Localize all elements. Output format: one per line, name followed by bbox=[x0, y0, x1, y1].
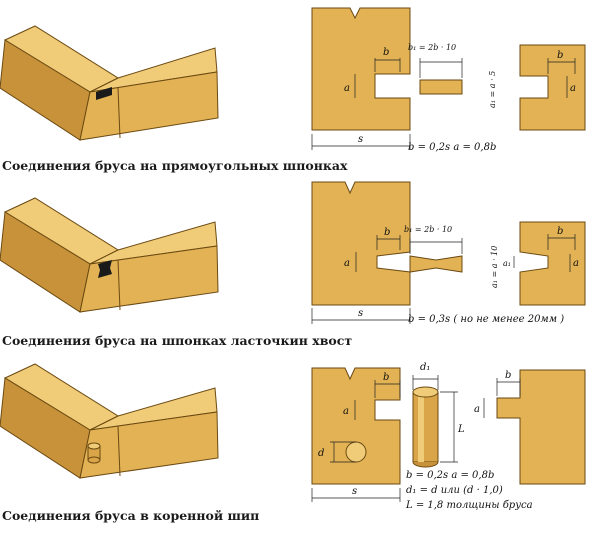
section3-block-left: b a d s bbox=[311, 367, 401, 502]
caption-section3: Соединения бруса в коренной шип bbox=[2, 508, 259, 523]
label-a1-right: a₁ bbox=[503, 259, 511, 268]
label-a1-formula: a₁ = a · 5 bbox=[488, 71, 497, 108]
corner-joint-illustration-1 bbox=[0, 25, 219, 141]
label-a: a bbox=[343, 406, 349, 417]
tenon-pin-icon bbox=[87, 442, 101, 464]
label-b1-formula: b₁ = 2b · 10 bbox=[408, 43, 456, 52]
beam-right-front bbox=[79, 71, 219, 141]
label-b1-formula: b₁ = 2b · 10 bbox=[404, 225, 452, 234]
caption-section2: Соединения бруса на шпонках ласточкин хв… bbox=[2, 333, 352, 348]
beam-right-front bbox=[79, 245, 219, 313]
label-b: b bbox=[384, 227, 390, 238]
label-s: s bbox=[358, 134, 363, 145]
corner-joint-illustration-3 bbox=[0, 363, 219, 479]
label-s: s bbox=[358, 308, 363, 319]
label-a: a bbox=[344, 258, 350, 269]
label-a-right: a bbox=[573, 258, 579, 269]
label-b-right: b bbox=[505, 370, 511, 381]
tenon-hole bbox=[345, 441, 367, 463]
label-a1-formula: a₁ = a · 10 bbox=[490, 246, 499, 288]
label-b-right: b bbox=[557, 50, 563, 61]
caption-section1: Соединения бруса на прямоугольных шпонка… bbox=[2, 158, 348, 173]
section-root-tenon: b a d s d₁ L bbox=[0, 362, 586, 523]
label-a-right: a bbox=[570, 83, 576, 94]
corner-joint-illustration-2 bbox=[0, 197, 219, 313]
formula-section3-line1: b = 0,2s a = 0,8b bbox=[406, 470, 494, 481]
section1-key: b₁ = 2b · 10 a₁ = a · 5 bbox=[408, 43, 497, 108]
section-rectangular-keys: b a s b₁ = 2b · 10 a₁ = a · 5 b a bbox=[0, 7, 586, 173]
formula-section2: b = 0,3s ( но не менее 20мм ) bbox=[408, 314, 564, 325]
label-d1: d₁ bbox=[420, 362, 430, 373]
section1-block-left: b a s bbox=[311, 7, 411, 150]
dovetail-key-mark bbox=[98, 260, 112, 278]
label-a-right: a bbox=[474, 404, 480, 415]
section3-block-right: b a bbox=[474, 369, 586, 485]
label-b-right: b bbox=[557, 226, 563, 237]
label-d: d bbox=[318, 448, 324, 459]
section-dovetail-keys: b a s b₁ = 2b · 10 a₁ = a · 10 b a a₁ bbox=[0, 181, 586, 348]
beam-right-front bbox=[79, 411, 219, 479]
formula-section1: b = 0,2s a = 0,8b bbox=[408, 142, 496, 153]
label-a: a bbox=[344, 83, 350, 94]
rectangular-key-mark bbox=[96, 87, 112, 100]
label-s: s bbox=[352, 486, 357, 497]
section3-tenon: d₁ L bbox=[412, 362, 465, 468]
section2-block-right: b a a₁ bbox=[503, 221, 586, 306]
label-b: b bbox=[383, 47, 389, 58]
formula-section3-line3: L = 1,8 толщины бруса bbox=[405, 500, 533, 511]
section2-key: b₁ = 2b · 10 a₁ = a · 10 bbox=[404, 225, 499, 288]
label-b: b bbox=[383, 372, 389, 383]
section2-block-left: b a s bbox=[311, 181, 411, 324]
section1-block-right: b a bbox=[519, 44, 586, 131]
label-L: L bbox=[457, 424, 465, 435]
formula-section3-line2: d₁ = d или (d · 1,0) bbox=[406, 485, 503, 496]
